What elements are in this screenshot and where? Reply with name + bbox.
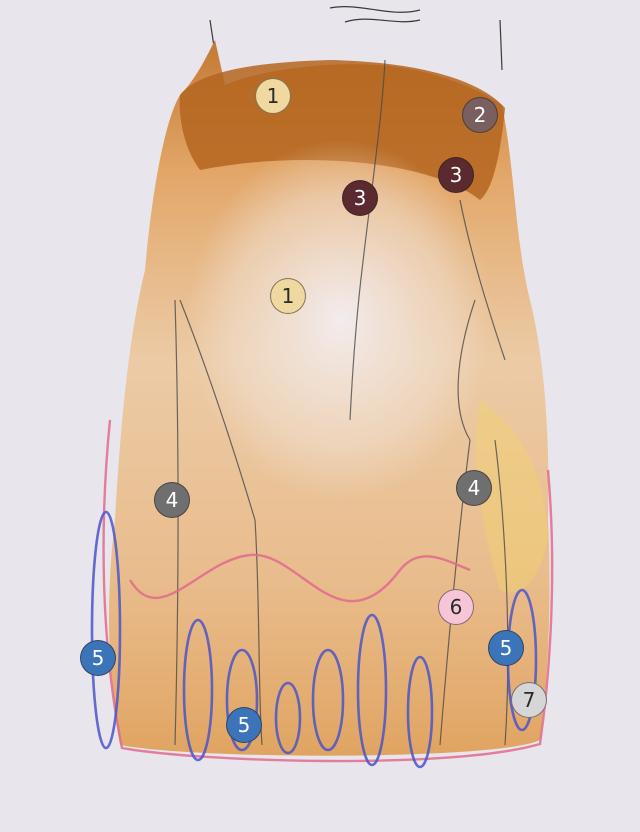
- marker-5-bottom: 5: [226, 707, 262, 743]
- sketch-lines-top: [210, 7, 502, 70]
- marker-2: 2: [462, 97, 498, 133]
- marker-5-left: 5: [80, 640, 116, 676]
- marker-1-centre: 1: [270, 278, 306, 314]
- marker-4-right: 4: [456, 470, 492, 506]
- marker-1-top: 1: [255, 78, 291, 114]
- marker-3-right: 3: [438, 157, 474, 193]
- marker-4-left: 4: [154, 482, 190, 518]
- marker-6: 6: [438, 589, 474, 625]
- marker-5-right: 5: [488, 630, 524, 666]
- marker-3-centre: 3: [342, 180, 378, 216]
- marker-7: 7: [511, 682, 547, 718]
